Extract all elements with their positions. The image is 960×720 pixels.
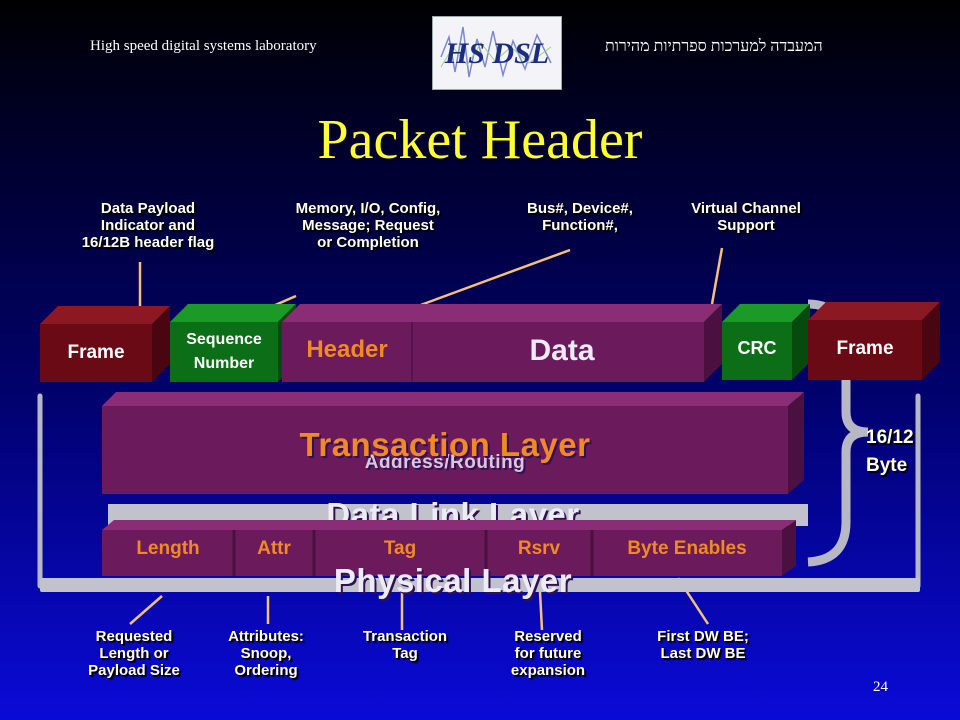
lab-name-english: High speed digital systems laboratory bbox=[90, 38, 317, 54]
physical-band bbox=[40, 578, 920, 592]
annotation-length: Requested Length or Payload Size bbox=[88, 628, 180, 679]
leader-vc bbox=[710, 247, 724, 305]
frame-right-label: Frame bbox=[836, 338, 894, 359]
annotation-attr: Attributes: Snoop, Ordering bbox=[228, 628, 304, 679]
field-length: Length bbox=[136, 538, 200, 559]
field-rsrv: Rsrv bbox=[517, 538, 561, 559]
hsdsl-logo: HS DSL bbox=[432, 16, 562, 90]
annotation-be: First DW BE; Last DW BE bbox=[657, 628, 749, 662]
header-data-box: Header Data bbox=[282, 304, 722, 382]
header-label: Header bbox=[306, 336, 388, 363]
annotation-rsrv: Reserved for future expansion bbox=[510, 628, 586, 679]
field-tag: Tag bbox=[383, 538, 417, 559]
annotation-bus: Bus#, Device#, Function#, bbox=[527, 200, 633, 234]
transaction-layer-box: Address/Routing Transaction Layer bbox=[102, 392, 804, 494]
frame-left-box: Frame bbox=[40, 306, 170, 382]
field-byte-enables: Byte Enables bbox=[627, 538, 747, 559]
logo-text: HS DSL bbox=[444, 37, 549, 70]
lab-name-hebrew: המעבדה למערכות ספרתיות מהירות bbox=[605, 38, 823, 55]
field-attr: Attr bbox=[257, 538, 291, 559]
annotation-payload: Data Payload Indicator and 16/12B header… bbox=[81, 200, 215, 251]
frame-right-box: Frame bbox=[808, 302, 940, 380]
data-label: Data bbox=[529, 334, 595, 367]
physical-layer-label: Physical Layer bbox=[333, 562, 573, 599]
transaction-layer-label: Transaction Layer bbox=[299, 426, 591, 463]
field-row: Length Attr Tag Rsrv Byte Enables bbox=[102, 520, 796, 576]
leader-length bbox=[129, 595, 163, 625]
sequence-label: Sequence Number bbox=[186, 331, 262, 372]
leader-rsrv bbox=[538, 591, 544, 631]
frame-left-label: Frame bbox=[67, 342, 125, 363]
address-routing-label: Address/Routing bbox=[364, 452, 526, 473]
annotation-tag: Transaction Tag bbox=[362, 628, 448, 662]
annotation-type: Memory, I/O, Config, Message; Request or… bbox=[295, 200, 441, 251]
size-note: 16/12 Byte bbox=[866, 427, 914, 476]
page-number: 24 bbox=[873, 679, 888, 695]
annotation-vc: Virtual Channel Support bbox=[691, 200, 801, 234]
slide-title: Packet Header bbox=[317, 109, 643, 171]
leader-bus bbox=[417, 248, 571, 308]
crc-label: CRC bbox=[737, 338, 777, 358]
sequence-box: Sequence Number bbox=[170, 304, 296, 382]
crc-box: CRC bbox=[722, 304, 810, 380]
